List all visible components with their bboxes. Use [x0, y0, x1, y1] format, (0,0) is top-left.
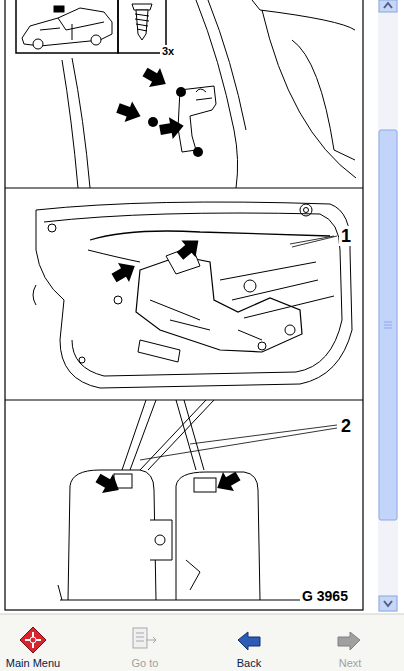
figure-number: G 3965	[300, 588, 350, 604]
scroll-thumb	[379, 130, 397, 520]
callout-number: 1	[339, 226, 353, 246]
scroll-down	[379, 596, 397, 611]
goto-icon	[133, 628, 156, 648]
next-icon	[338, 632, 360, 650]
scroll-up	[379, 0, 397, 12]
toolbar-button-label: Next	[337, 657, 364, 670]
scrollbar-track	[378, 0, 398, 612]
back-icon	[238, 632, 260, 650]
toolbar-button-label: Back	[235, 657, 263, 670]
callout-number: 2	[339, 416, 353, 436]
toolbar	[0, 614, 404, 671]
toolbar-button-label: Main Menu	[4, 657, 62, 670]
toolbar-button-label: Go to	[130, 657, 161, 670]
quantity-label: 3x	[160, 45, 176, 58]
main-menu-icon	[20, 627, 46, 653]
